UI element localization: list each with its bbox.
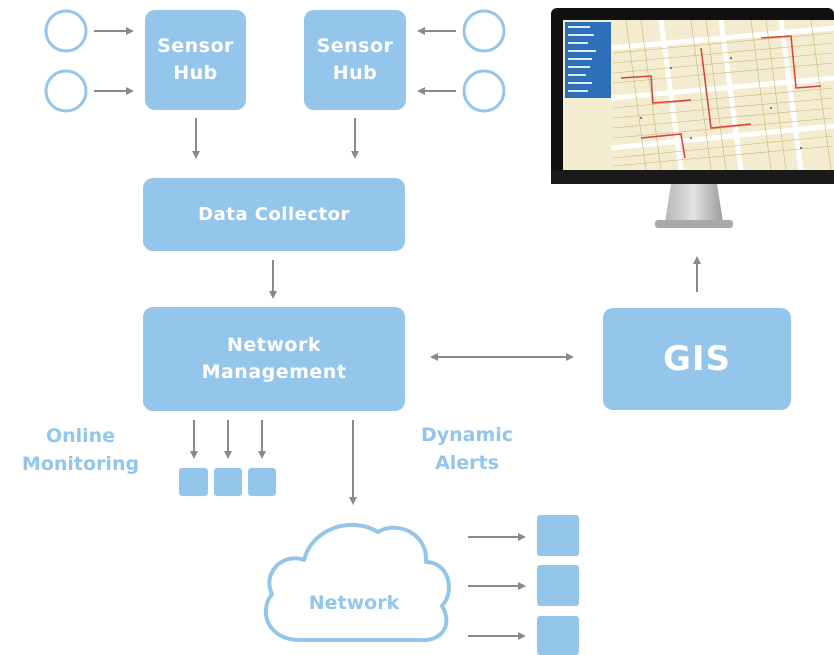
network-management-line2: Management: [201, 361, 347, 383]
sensor-hub-right-line1: Sensor: [316, 35, 394, 57]
cloud-outline: [263, 522, 451, 643]
sensor-hub-left-line2: Hub: [173, 62, 218, 84]
dynamic-alerts-line1: Dynamic: [420, 424, 514, 446]
monitoring-square: [248, 468, 276, 496]
network-management-line1: Network: [227, 334, 321, 356]
sensor-hub-left: Sensor Hub: [145, 10, 246, 110]
map-view: [565, 20, 834, 170]
sensor-circle: [462, 9, 506, 53]
sensor-circle: [44, 69, 88, 113]
data-collector: Data Collector: [143, 178, 405, 251]
sensor-hub-left-line1: Sensor: [157, 35, 234, 57]
monitoring-square: [179, 468, 208, 496]
online-monitoring-line1: Online: [45, 425, 116, 447]
online-monitoring-label: Online Monitoring: [8, 422, 153, 478]
data-collector-label: Data Collector: [198, 204, 350, 225]
online-monitoring-line2: Monitoring: [21, 453, 140, 475]
network-management: Network Management: [143, 307, 405, 411]
sensor-circle: [462, 69, 506, 113]
output-square: [537, 515, 579, 556]
dynamic-alerts-label: Dynamic Alerts: [402, 421, 532, 477]
monitoring-square: [214, 468, 242, 496]
gis-box: GIS: [603, 308, 791, 410]
sensor-circle: [44, 9, 88, 53]
sensor-hub-right: Sensor Hub: [304, 10, 406, 110]
output-square: [537, 565, 579, 606]
dynamic-alerts-line2: Alerts: [435, 452, 499, 474]
sensor-hub-right-line2: Hub: [332, 62, 378, 84]
monitor-icon: [551, 8, 834, 228]
network-cloud-label: Network: [308, 592, 400, 614]
gis-label: GIS: [662, 339, 732, 379]
output-square: [537, 616, 579, 655]
